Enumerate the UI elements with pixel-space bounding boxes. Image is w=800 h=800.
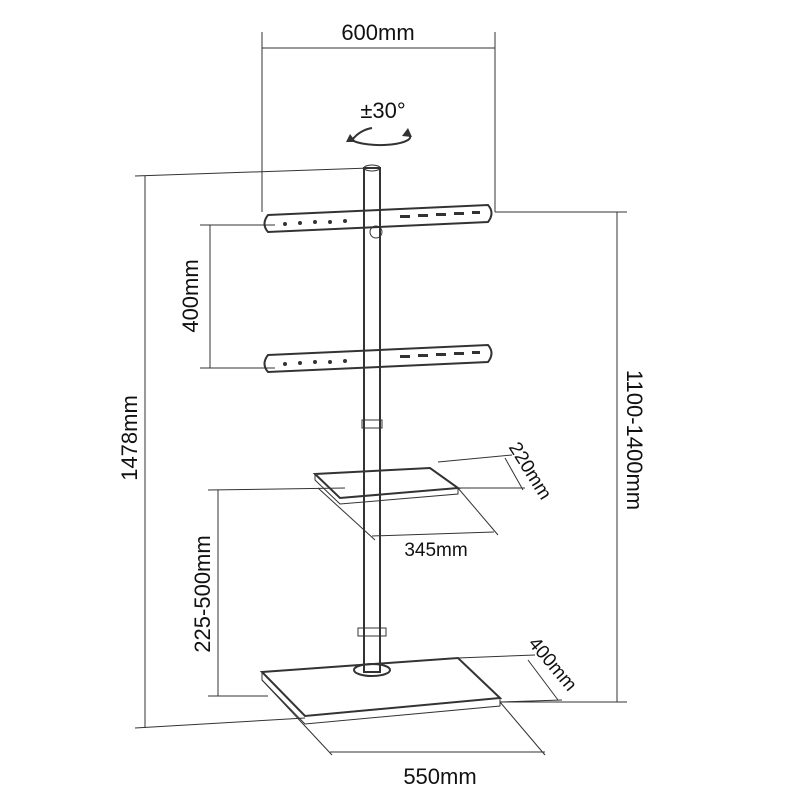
shelf-depth-dimension-line: [504, 457, 524, 491]
height-range-label: 1100-1400mm: [622, 370, 647, 510]
pole-top: [363, 164, 381, 172]
base-plate-edge: [261, 672, 501, 725]
upper-vesa-bracket: [263, 203, 493, 234]
upper-bracket-holes: [283, 211, 480, 226]
shelf: [312, 466, 461, 500]
width-label: 600mm: [341, 20, 414, 45]
pole-joint: [361, 419, 383, 429]
base-width-extension-right: [499, 701, 546, 756]
tv-stand: [259, 127, 503, 725]
shelf-width-extension-right: [457, 487, 499, 536]
pole-clamp: [357, 627, 387, 637]
rotation-arrowhead-left: [346, 134, 356, 142]
swivel-joint: [369, 225, 383, 239]
base-depth-dimension-line: [527, 659, 559, 701]
base-depth-extension-b: [457, 654, 536, 659]
shelf-depth-label: 220mm: [504, 439, 555, 504]
total-height-extension-bottom: [134, 717, 306, 729]
base-depth-label: 400mm: [524, 633, 581, 695]
pole-foot: [353, 663, 391, 677]
rotation-arrowhead-right: [402, 128, 412, 137]
shelf-width-extension-left: [317, 487, 376, 541]
shelf-depth-extension-b: [437, 454, 513, 463]
lower-vesa-bracket: [263, 343, 493, 374]
shelf-width-label: 345mm: [404, 540, 467, 561]
dimension-labels: 600mm ±30° 1478mm 400mm 1100-1400mm 220m…: [117, 20, 647, 789]
dimension-lines: [134, 32, 627, 756]
total-height-extension-top: [134, 167, 371, 177]
shelf-height-range-label: 225-500mm: [190, 535, 215, 652]
lower-bracket-holes: [283, 351, 480, 366]
base-depth-extension-a: [499, 699, 563, 703]
total-height-label: 1478mm: [117, 395, 142, 481]
shelf-edge: [314, 474, 459, 505]
rotation-arrow-upper: [351, 127, 373, 141]
rotation-label: ±30°: [360, 98, 405, 123]
shelf-width-dimension-line: [371, 531, 495, 537]
base-width-label: 550mm: [403, 764, 476, 789]
rotation-arrow-icon: [351, 133, 412, 147]
shelf-height-extension-top: [207, 487, 346, 491]
bracket-spacing-label: 400mm: [178, 259, 203, 332]
